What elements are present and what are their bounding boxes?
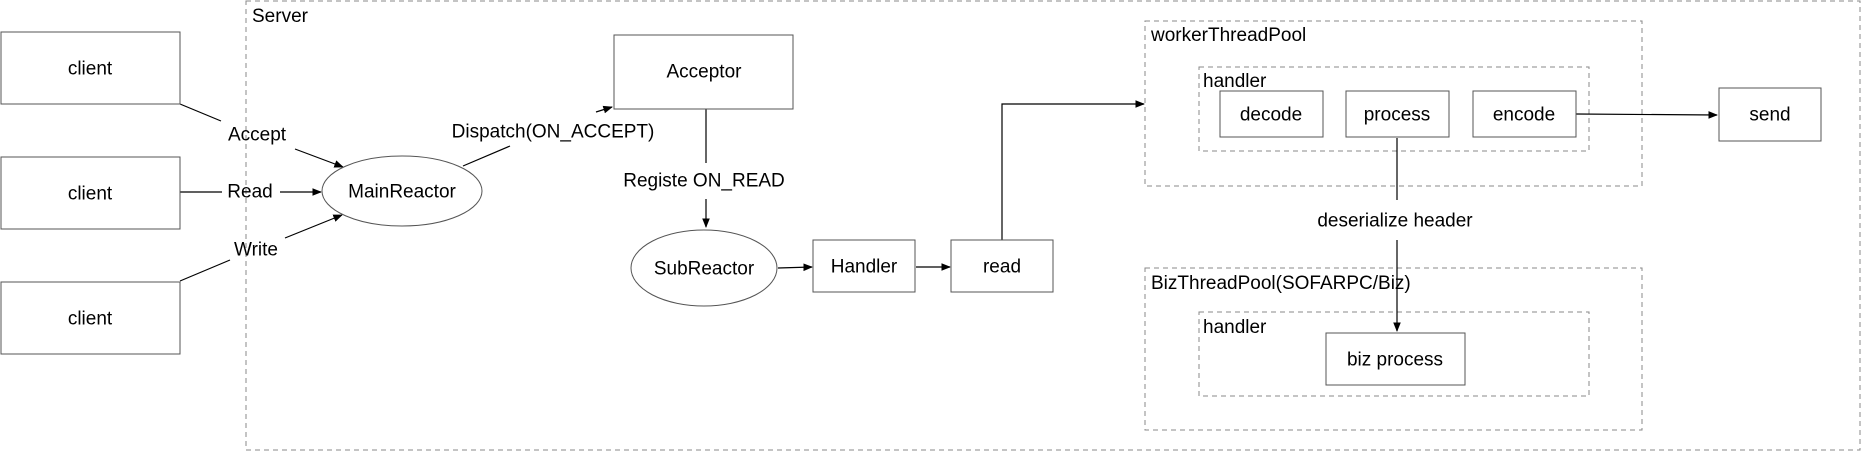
worker-thread-pool-label: workerThreadPool xyxy=(1150,25,1306,46)
biz-thread-pool-container: BizThreadPool(SOFARPC/Biz) xyxy=(1144,267,1643,431)
biz-handler-label: handler xyxy=(1203,317,1267,338)
edge-dispatch-2 xyxy=(595,105,613,114)
decode-node: decode xyxy=(1219,90,1324,138)
edge-label-write: Write xyxy=(234,240,278,261)
acceptor-label: Acceptor xyxy=(667,62,743,83)
edge-write-2 xyxy=(284,214,343,239)
biz-process-label: biz process xyxy=(1347,350,1443,371)
read-node: read xyxy=(950,239,1054,293)
client-node-2: client xyxy=(0,156,181,230)
client-node-2-label: client xyxy=(68,184,113,205)
handler-label: Handler xyxy=(831,257,898,278)
encode-node: encode xyxy=(1472,90,1577,138)
acceptor-node: Acceptor xyxy=(613,34,794,110)
sub-reactor-label: SubReactor xyxy=(654,259,755,280)
server-container: Server xyxy=(245,0,1861,451)
edge-accept-1 xyxy=(179,103,222,122)
read-label: read xyxy=(983,257,1021,278)
send-node: send xyxy=(1718,87,1822,142)
main-reactor-node: MainReactor xyxy=(321,155,483,227)
decode-label: decode xyxy=(1240,105,1302,126)
sub-reactor-node: SubReactor xyxy=(630,229,778,307)
main-reactor-label: MainReactor xyxy=(348,182,456,203)
biz-process-node: biz process xyxy=(1325,332,1466,386)
process-label: process xyxy=(1364,105,1431,126)
process-node: process xyxy=(1345,90,1450,138)
edge-write-1 xyxy=(179,259,231,282)
client-node-3: client xyxy=(0,281,181,355)
biz-handler-container: handler xyxy=(1198,311,1590,397)
edge-label-accept: Accept xyxy=(228,125,287,146)
edge-label-read: Read xyxy=(227,182,272,203)
edge-label-registe: Registe ON_READ xyxy=(623,171,785,192)
biz-thread-pool-label: BizThreadPool(SOFARPC/Biz) xyxy=(1151,273,1411,294)
send-label: send xyxy=(1749,105,1790,126)
client-node-1: client xyxy=(0,31,181,105)
server-label: Server xyxy=(252,6,309,27)
worker-thread-pool-container: workerThreadPool xyxy=(1144,20,1643,187)
edge-label-dispatch: Dispatch(ON_ACCEPT) xyxy=(452,122,655,143)
client-node-3-label: client xyxy=(68,309,113,330)
edge-read-worker xyxy=(1001,100,1145,240)
edge-encode-send xyxy=(1575,111,1718,119)
edge-dispatch-1 xyxy=(462,145,511,167)
worker-handler-container: handler xyxy=(1198,66,1590,152)
handler-node: Handler xyxy=(812,239,916,293)
encode-label: encode xyxy=(1493,105,1555,126)
edge-label-deserialize: deserialize header xyxy=(1317,211,1473,232)
worker-handler-label: handler xyxy=(1203,71,1267,92)
client-node-1-label: client xyxy=(68,59,113,80)
edges xyxy=(179,100,1718,332)
edge-subreactor-handler xyxy=(777,263,813,272)
edge-accept-2 xyxy=(294,148,344,168)
